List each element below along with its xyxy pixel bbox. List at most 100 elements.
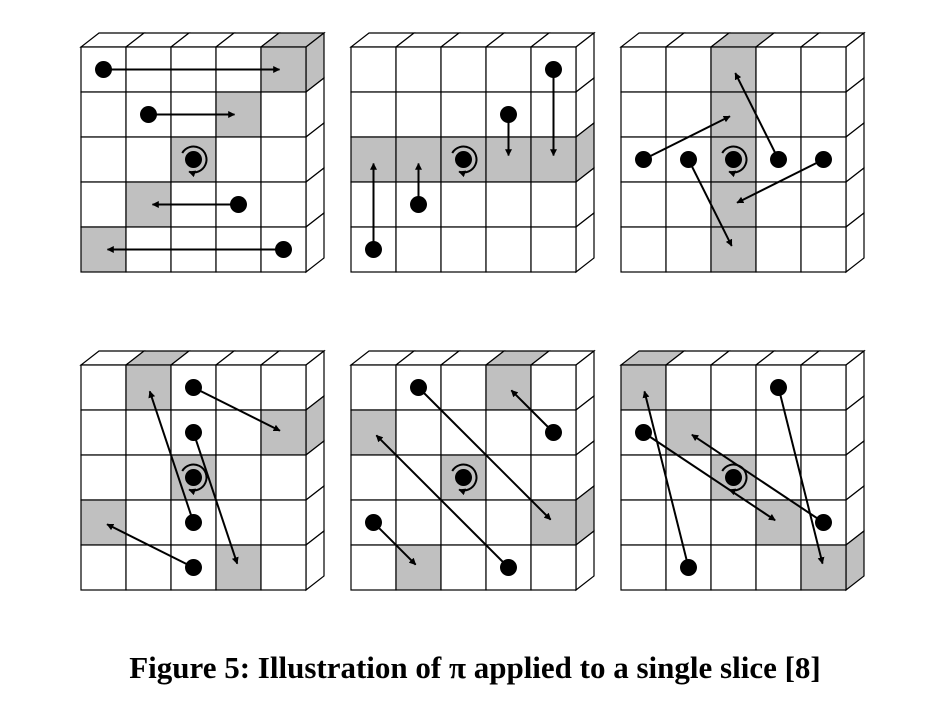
grid-cell (215, 409, 262, 456)
grid-cell (440, 46, 487, 93)
permutation-arrow (642, 431, 776, 522)
center-lane-dot (185, 469, 202, 486)
highlighted-cell (665, 409, 712, 456)
grid-cell (350, 454, 397, 501)
grid-cell (800, 181, 847, 228)
grid-cell (440, 181, 487, 228)
grid-cell (260, 454, 307, 501)
grid-cell (80, 364, 127, 411)
slice-panel-3 (619, 31, 866, 274)
grid-cell (440, 544, 487, 591)
lane-dot (500, 559, 517, 576)
grid-cell (80, 544, 127, 591)
grid-cell (125, 454, 172, 501)
grid-cell (800, 364, 847, 411)
highlighted-cell (260, 409, 307, 456)
permutation-arrow (691, 433, 825, 524)
grid-cell (395, 91, 442, 138)
grid-cell (260, 499, 307, 546)
rotation-arrow-icon (181, 463, 208, 496)
permutation-arrow (193, 386, 281, 432)
grid-cell (620, 226, 667, 273)
permutation-arrow (192, 432, 239, 565)
lane-dot (545, 424, 562, 441)
grid-cell (440, 226, 487, 273)
grid-cell (620, 91, 667, 138)
grid-cell (530, 181, 577, 228)
panels-layer (79, 31, 866, 592)
lane-dot (275, 241, 292, 258)
grid-cell (620, 499, 667, 546)
grid-cell (800, 46, 847, 93)
lane-dot (95, 61, 112, 78)
grid-cell (755, 46, 802, 93)
grid-cell (755, 544, 802, 591)
highlighted-cell (710, 181, 757, 228)
grid-cell (710, 544, 757, 591)
highlighted-cell (710, 226, 757, 273)
grid-cell (260, 91, 307, 138)
permutation-arrow (687, 159, 733, 247)
permutation-arrow (510, 389, 555, 434)
grid-cell (395, 409, 442, 456)
grid-cell (80, 454, 127, 501)
grid-cell (485, 46, 532, 93)
grid-cell (800, 454, 847, 501)
grid-cell (80, 181, 127, 228)
grid-cell (665, 181, 712, 228)
permutation-arrow (372, 521, 417, 566)
grid-cell (80, 409, 127, 456)
center-lane-dot (725, 469, 742, 486)
highlighted-cell (710, 91, 757, 138)
lane-dot (545, 61, 562, 78)
lane-dot (365, 514, 382, 531)
highlighted-cell (710, 46, 757, 93)
grid-cell (665, 46, 712, 93)
permutation-arrow (643, 115, 731, 161)
grid-cell (530, 544, 577, 591)
grid-cell (440, 364, 487, 411)
lane-dot (185, 559, 202, 576)
grid-cell (80, 136, 127, 183)
highlighted-cell (755, 499, 802, 546)
rotation-arrow-icon (451, 145, 478, 178)
lane-dot (185, 424, 202, 441)
grid-cell (395, 226, 442, 273)
center-lane-dot (185, 151, 202, 168)
lane-dot (365, 241, 382, 258)
lane-dot (680, 559, 697, 576)
grid-cell (485, 409, 532, 456)
highlighted-cell (620, 364, 667, 411)
grid-cell (530, 454, 577, 501)
lane-dot (770, 151, 787, 168)
grid-cell (755, 91, 802, 138)
lane-dot (230, 196, 247, 213)
center-lane-dot (725, 151, 742, 168)
lane-dot (185, 379, 202, 396)
grid-cell (215, 136, 262, 183)
lane-dot (815, 514, 832, 531)
grid-cell (170, 364, 217, 411)
permutation-arrow (734, 72, 780, 160)
grid-cell (755, 226, 802, 273)
slice-panel-1 (79, 31, 326, 274)
grid-cell (125, 136, 172, 183)
permutation-arrow (736, 158, 824, 204)
permutation-arrow (642, 390, 690, 568)
grid-cell (800, 226, 847, 273)
rotation-arrow-icon (721, 463, 748, 496)
grid-cell (125, 544, 172, 591)
highlighted-cell (215, 544, 262, 591)
grid-cell (125, 409, 172, 456)
grid-cell (710, 364, 757, 411)
grid-cell (665, 364, 712, 411)
grid-cell (350, 364, 397, 411)
rotation-arrow-icon (451, 463, 478, 496)
permutation-arrow (106, 523, 194, 569)
grid-cell (755, 364, 802, 411)
center-lane-dot (455, 151, 472, 168)
grid-cell (530, 364, 577, 411)
permutation-arrow (375, 434, 510, 569)
grid-cell (215, 364, 262, 411)
